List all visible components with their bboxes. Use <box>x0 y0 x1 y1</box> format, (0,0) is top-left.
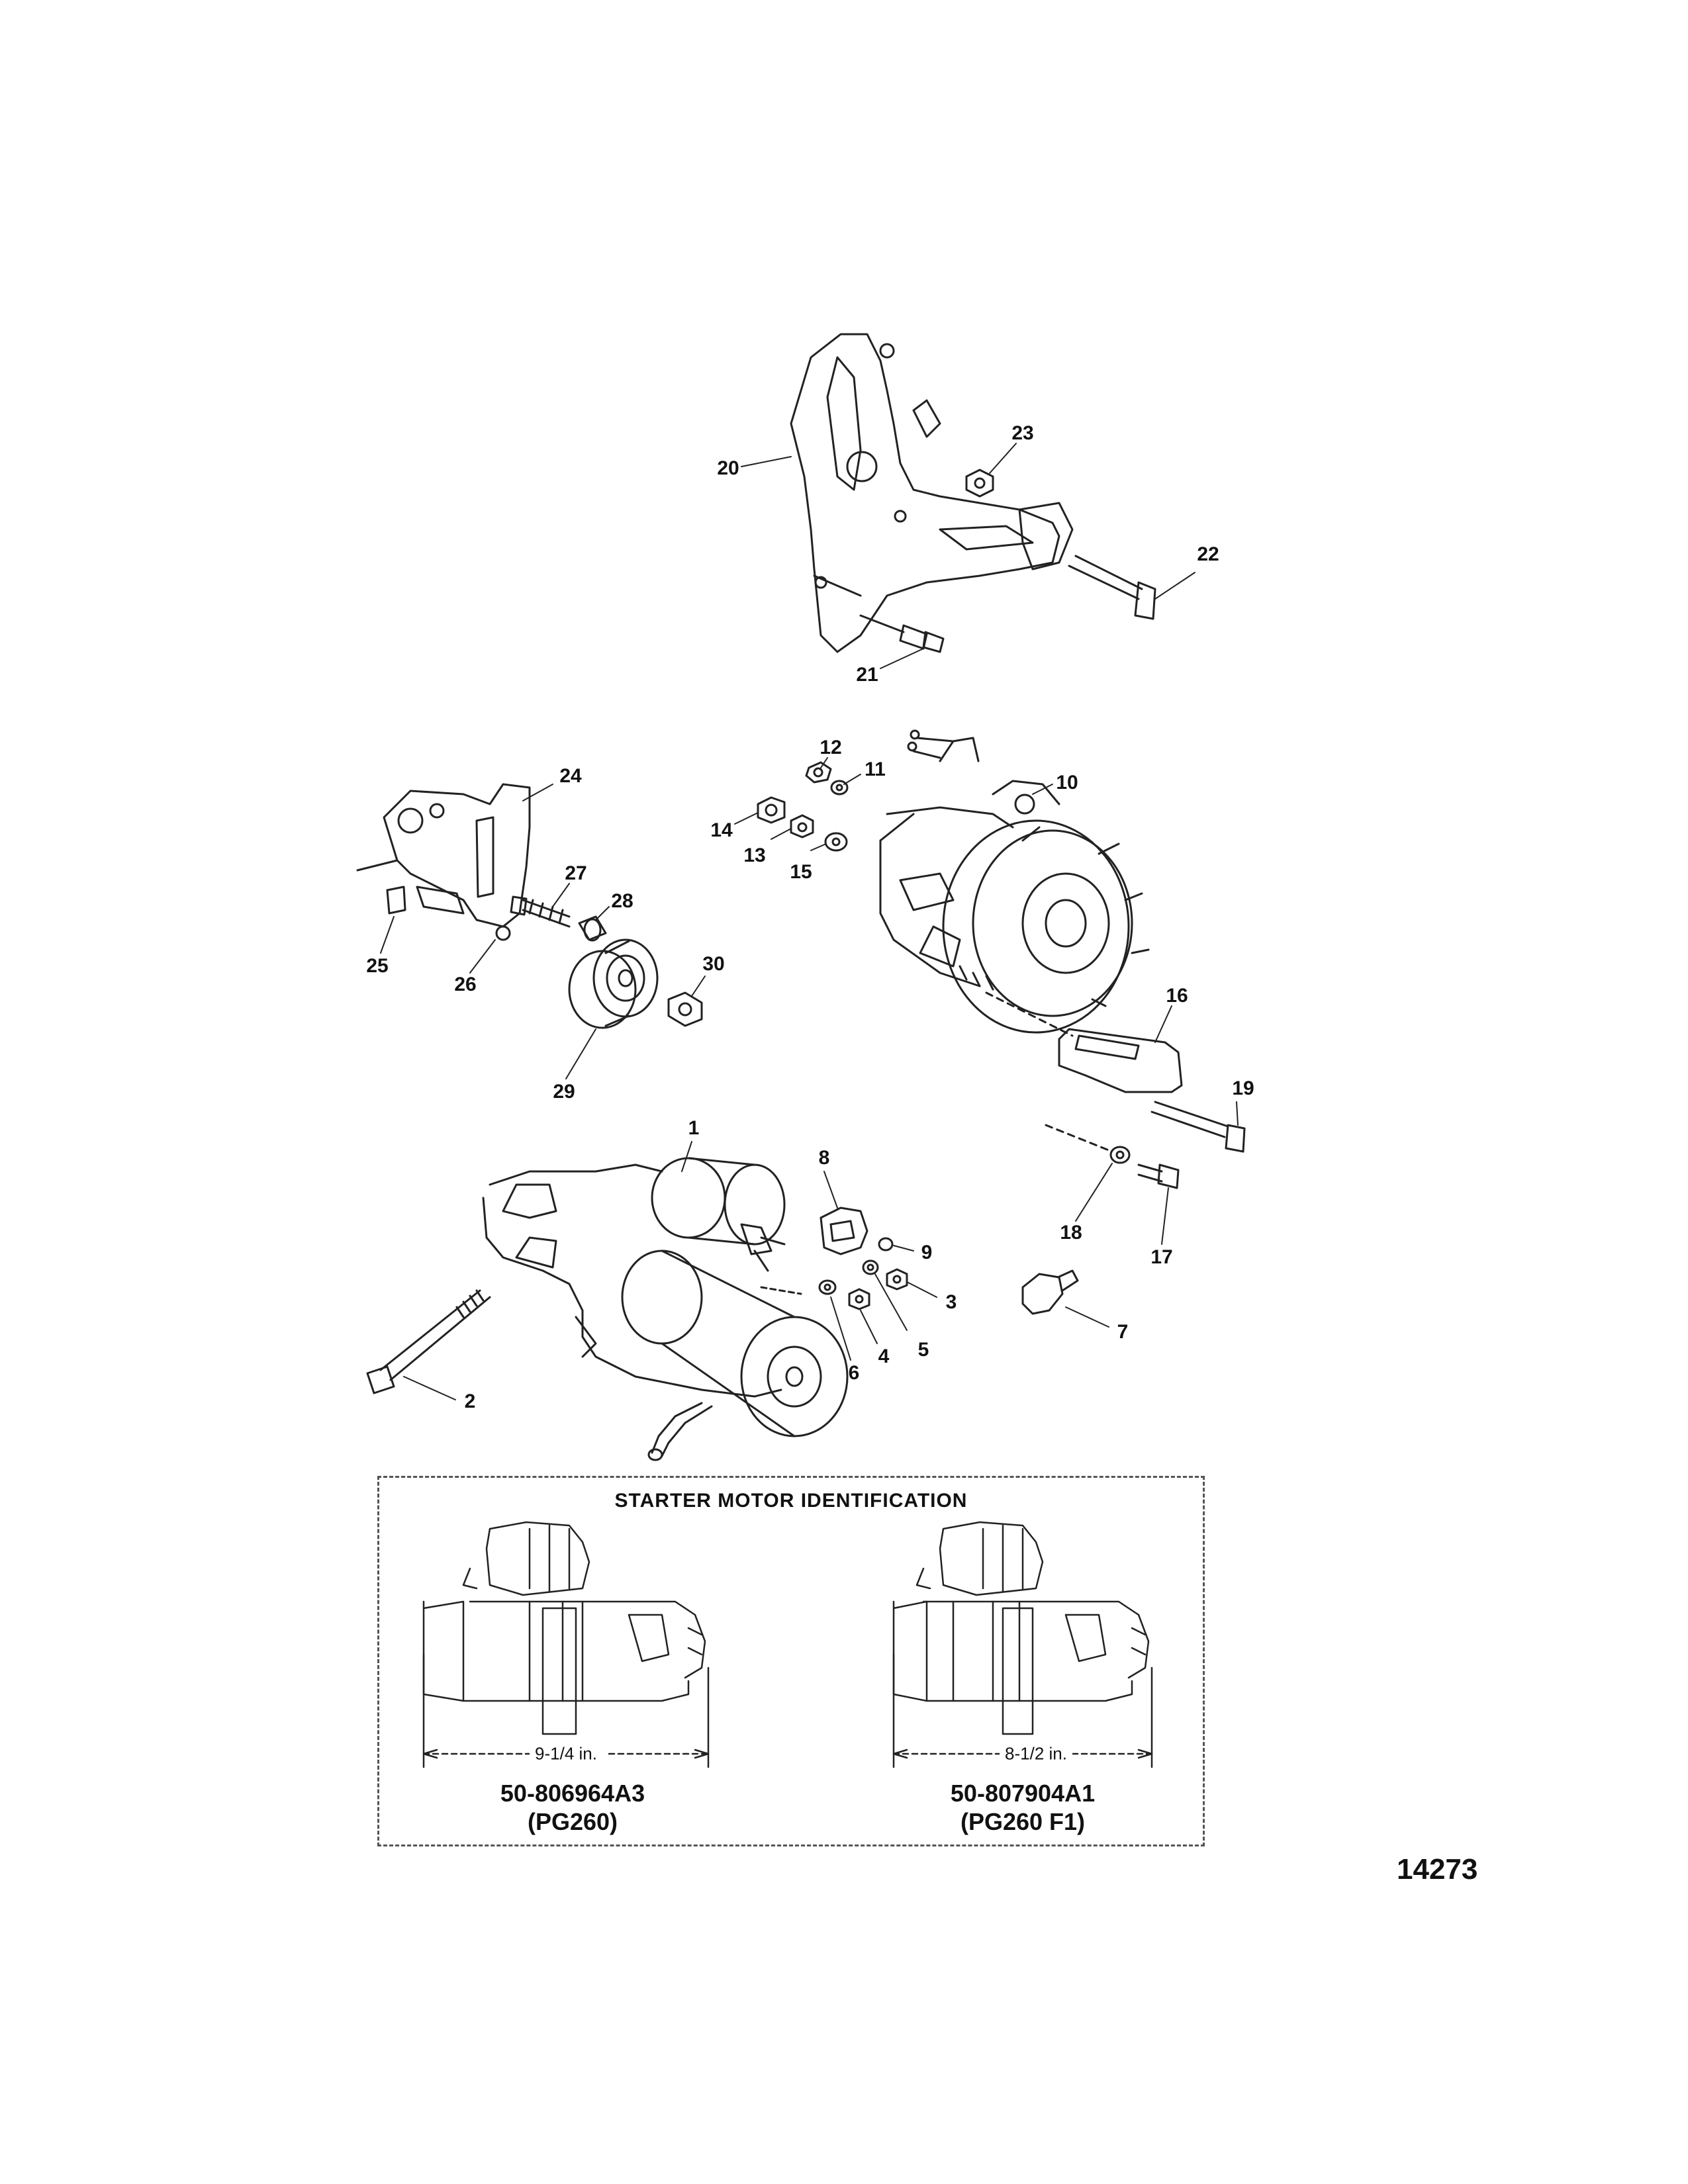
washer-12 <box>805 761 832 784</box>
bolt-19 <box>1150 1101 1246 1153</box>
washer-26 <box>495 925 511 941</box>
callout-21: 21 <box>856 664 878 686</box>
idler-pulley-29 <box>568 938 659 1029</box>
callout-6: 6 <box>848 1362 860 1384</box>
nut-14 <box>757 796 786 824</box>
idler-bracket-24 <box>356 783 531 928</box>
terminal-cover-8 <box>820 1206 868 1255</box>
callout-23: 23 <box>1011 422 1034 444</box>
washer-15 <box>824 832 848 852</box>
callout-29: 29 <box>553 1081 575 1103</box>
bolt-22 <box>1068 555 1156 620</box>
callout-22: 22 <box>1197 543 1219 565</box>
callout-11: 11 <box>865 758 886 780</box>
callout-24: 24 <box>559 765 582 787</box>
washer-9 <box>878 1237 894 1251</box>
mounting-bracket-20 <box>790 333 1074 653</box>
figure-number: 14273 <box>1397 1853 1478 1886</box>
left-length-label: 9-1/4 in. <box>530 1743 602 1764</box>
callout-12: 12 <box>820 737 842 758</box>
nut-30 <box>667 991 703 1027</box>
left-part-number-block: 50-806964A3 (PG260) <box>500 1779 645 1836</box>
callout-7: 7 <box>1117 1321 1129 1343</box>
washer-6 <box>818 1279 837 1295</box>
alternator-10 <box>879 729 1150 1034</box>
callout-5: 5 <box>917 1339 929 1361</box>
starter-right-drawing <box>892 1521 1153 1768</box>
stud-21 <box>859 614 945 653</box>
callout-15: 15 <box>790 861 812 883</box>
bolt-25 <box>386 886 406 915</box>
washer-5 <box>862 1259 879 1275</box>
callout-25: 25 <box>366 955 389 977</box>
right-part-number-block: 50-807904A1 (PG260 F1) <box>951 1779 1095 1836</box>
callout-4: 4 <box>878 1345 890 1367</box>
callout-27: 27 <box>565 862 587 884</box>
callout-10: 10 <box>1056 772 1078 794</box>
nut-13 <box>790 814 814 839</box>
right-part-number: 50-807904A1 <box>950 1780 1096 1807</box>
callout-8: 8 <box>818 1147 830 1169</box>
nut-23 <box>965 469 994 498</box>
callout-9: 9 <box>921 1242 933 1263</box>
callout-16: 16 <box>1166 985 1188 1007</box>
callout-1: 1 <box>688 1117 700 1139</box>
callout-18: 18 <box>1060 1222 1082 1244</box>
left-part-number: 50-806964A3 <box>500 1780 645 1807</box>
callout-19: 19 <box>1232 1077 1254 1099</box>
callout-30: 30 <box>702 953 725 975</box>
callout-14: 14 <box>710 819 733 841</box>
bolt-17 <box>1137 1163 1180 1189</box>
callout-20: 20 <box>717 457 739 479</box>
long-bolt-2 <box>366 1289 491 1394</box>
callout-13: 13 <box>743 844 766 866</box>
left-model: (PG260) <box>527 1808 618 1836</box>
starter-identification-box: STARTER MOTOR IDENTIFICATION <box>377 1476 1205 1846</box>
callout-3: 3 <box>945 1291 957 1313</box>
washer-11 <box>830 780 849 796</box>
right-length-label: 8-1/2 in. <box>1000 1743 1072 1764</box>
washer-18 <box>1045 1124 1131 1164</box>
right-model: (PG260 F1) <box>960 1808 1086 1836</box>
threaded-bolt-27 <box>510 895 571 928</box>
callout-17: 17 <box>1150 1246 1173 1268</box>
adjusting-brace-16 <box>985 991 1183 1093</box>
terminal-boot-7 <box>1021 1269 1079 1315</box>
callout-leader-lines <box>380 443 1239 1400</box>
nut-4 <box>848 1288 870 1310</box>
starter-left-drawing <box>422 1521 710 1768</box>
callout-2: 2 <box>464 1390 476 1412</box>
nut-3 <box>886 1268 908 1291</box>
callout-26: 26 <box>454 974 477 995</box>
callout-28: 28 <box>611 890 633 912</box>
identification-title: STARTER MOTOR IDENTIFICATION <box>614 1490 968 1512</box>
spacer-28 <box>578 915 607 942</box>
starter-motor-1 <box>482 1157 849 1461</box>
